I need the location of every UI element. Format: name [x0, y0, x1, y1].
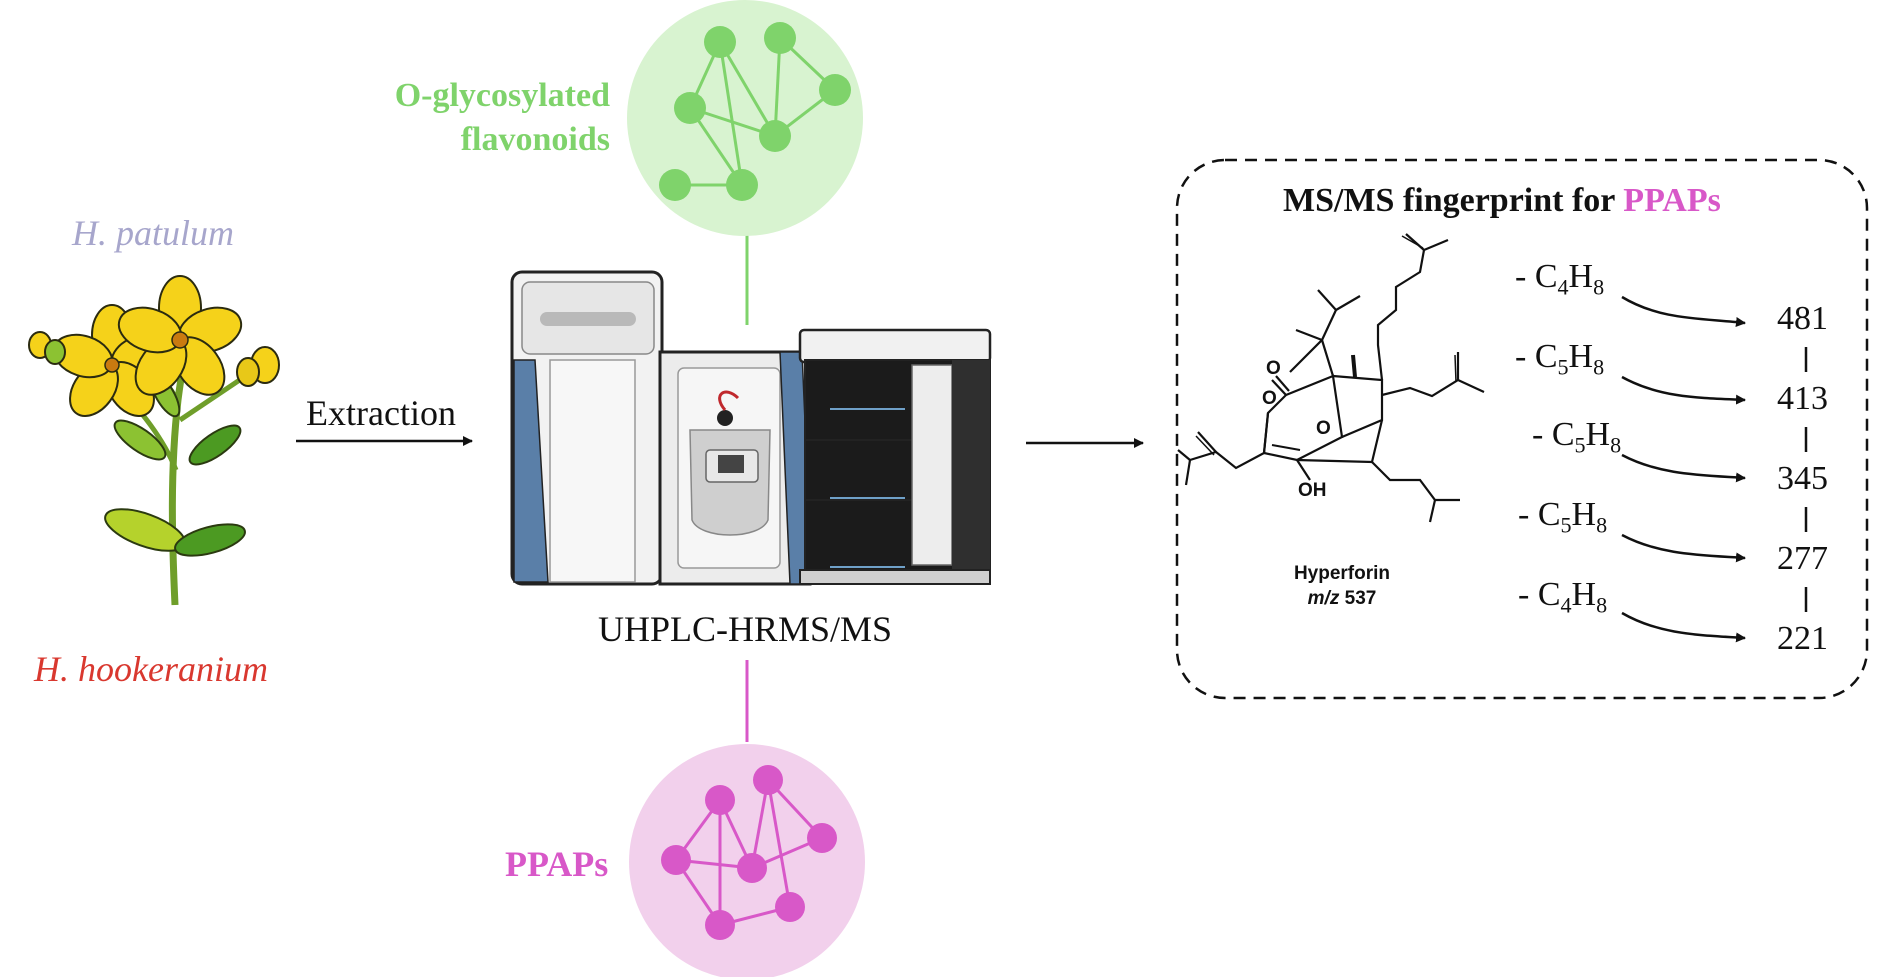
neutral-loss-1: - C4H8: [1515, 258, 1604, 298]
loss-3-base: - C: [1532, 416, 1575, 453]
loss-4-c-count: 5: [1560, 512, 1572, 538]
neutral-loss-2: - C5H8: [1515, 338, 1604, 378]
loss-1-h-count: 8: [1593, 274, 1605, 300]
loss-5-c-count: 4: [1560, 592, 1572, 618]
loss-1-base: - C: [1515, 258, 1558, 295]
neutral-loss-3: - C5H8: [1532, 416, 1621, 456]
flavonoid-label-line2: flavonoids: [460, 121, 610, 158]
compound-name: Hyperforin: [1293, 563, 1391, 584]
loss-2-h-count: 8: [1593, 354, 1605, 380]
fingerprint-title: MS/MS fingerprint for PPAPs: [1283, 182, 1721, 220]
fragmentation-arrows: [1621, 295, 1746, 643]
hyperforin-structure-icon: [1177, 233, 1485, 523]
hypericum-plant-icon: [28, 275, 280, 606]
instrument-label: UHPLC-HRMS/MS: [598, 609, 893, 649]
neutral-loss-4: - C5H8: [1518, 496, 1607, 536]
loss-3-h: H: [1585, 416, 1611, 453]
ppap-network-label: PPAPs: [505, 844, 609, 884]
loss-1-c-count: 4: [1557, 274, 1569, 300]
fragment-ion-3: 345: [1777, 460, 1828, 497]
flavonoid-network-icon: [627, 0, 863, 236]
flavonoid-network-label: O-glycosylated flavonoids: [370, 74, 610, 162]
loss-5-base: - C: [1518, 576, 1561, 613]
loss-2-h: H: [1568, 338, 1594, 375]
fragment-ion-4: 277: [1777, 540, 1828, 577]
atom-label-o3: O: [1316, 418, 1331, 439]
flavonoid-label-line1: O-glycosylated: [394, 77, 610, 114]
loss-4-base: - C: [1518, 496, 1561, 533]
uhplc-hrms-instrument-icon: [510, 270, 992, 586]
neutral-loss-5: - C4H8: [1518, 576, 1607, 616]
plant-label-patulum: H. patulum: [72, 213, 234, 253]
loss-4-h: H: [1571, 496, 1597, 533]
fragment-ion-5: 221: [1777, 620, 1828, 657]
atom-label-o1: O: [1266, 358, 1281, 379]
plant-label-hookeranium: H. hookeranium: [34, 649, 268, 689]
loss-5-h: H: [1571, 576, 1597, 613]
fingerprint-box: [1175, 158, 1869, 700]
extraction-label: Extraction: [306, 393, 456, 433]
fragment-ion-1: 481: [1777, 300, 1828, 337]
loss-2-c-count: 5: [1557, 354, 1569, 380]
loss-1-h: H: [1568, 258, 1594, 295]
ppap-network-icon: [629, 744, 865, 977]
loss-2-base: - C: [1515, 338, 1558, 375]
compound-mz-value: 537: [1344, 588, 1377, 609]
fragment-ion-2: 413: [1777, 380, 1828, 417]
atom-label-oh: OH: [1298, 480, 1327, 501]
compound-mz-prefix: m/z: [1307, 588, 1340, 609]
compound-mz: m/z 537: [1282, 588, 1402, 610]
fingerprint-title-highlight: PPAPs: [1623, 182, 1721, 219]
loss-4-h-count: 8: [1596, 512, 1608, 538]
fingerprint-title-prefix: MS/MS fingerprint for: [1283, 182, 1624, 219]
loss-5-h-count: 8: [1596, 592, 1608, 618]
loss-3-h-count: 8: [1610, 432, 1622, 458]
atom-label-o2: O: [1262, 388, 1277, 409]
loss-3-c-count: 5: [1574, 432, 1586, 458]
